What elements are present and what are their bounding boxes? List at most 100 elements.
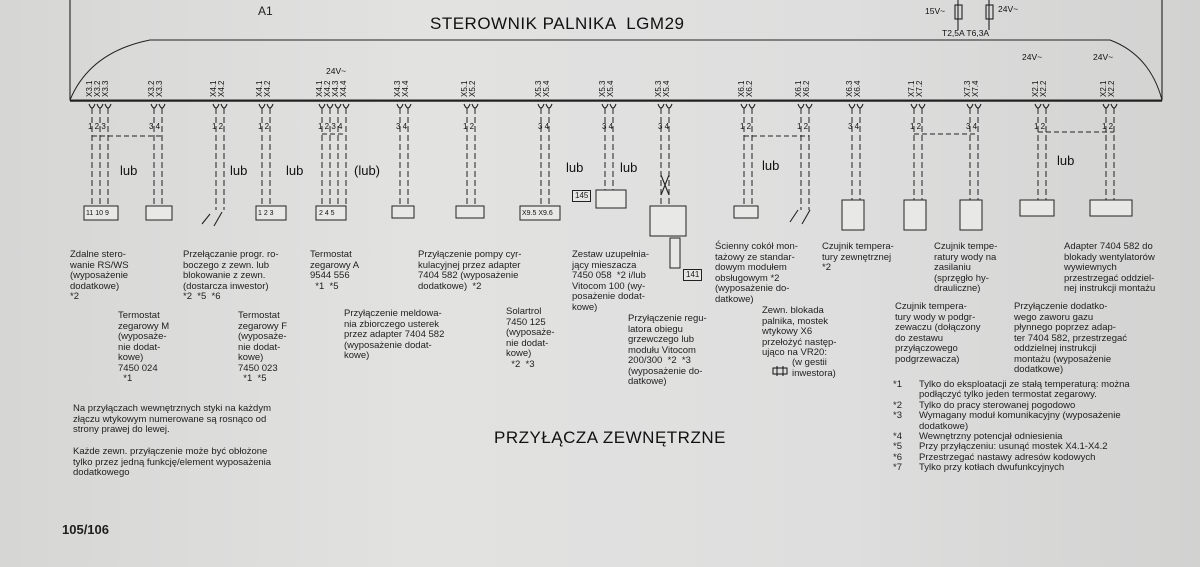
- plug-symbol: [266, 103, 274, 109]
- connector-label: X6.4: [853, 80, 862, 97]
- terminal-block: [255, 205, 287, 221]
- plug-symbol: [748, 103, 756, 109]
- pins-x6c: 3 4: [848, 122, 860, 131]
- plug-symbol: [601, 103, 609, 109]
- or-label-5: lub: [566, 160, 584, 175]
- footnote-mark: *6: [893, 451, 902, 463]
- plug-symbol: [918, 103, 926, 109]
- plug-symbol: [545, 103, 553, 109]
- footnote-text: Tylko do pracy sterowanej pogodowo: [919, 399, 1076, 411]
- plug-symbol: [150, 103, 158, 109]
- footnote-text: Tylko przy kotłach dwufunkcyjnych: [919, 462, 1065, 474]
- controller-outline: [69, 0, 1163, 101]
- pins-x4c: 1 2 3 4: [318, 122, 343, 131]
- desc-program-switch: Przełączanie progr. ro- boczego z zewn. …: [183, 249, 279, 302]
- connector-label: X3.3: [155, 80, 164, 97]
- note-contact-numbering: Na przyłączach wewnętrznych styki na każ…: [73, 403, 271, 435]
- plug-symbol: [848, 103, 856, 109]
- or-label-7: lub: [762, 158, 780, 173]
- terminal-rs-ws: 11 10 9: [86, 210, 109, 217]
- connector-label: X4.4: [401, 80, 410, 97]
- sensor-symbol: [959, 199, 983, 231]
- plug-symbol: [1102, 103, 1110, 109]
- pins-x2a: 1 2: [1034, 122, 1046, 131]
- connector-label: X4.2: [217, 80, 226, 97]
- fuse-ratings: T2,5A T6,3A: [942, 28, 990, 38]
- plug-symbol: [334, 103, 342, 109]
- plug-symbol: [856, 103, 864, 109]
- voltage-24v: 24V~: [998, 4, 1019, 14]
- voltage-24v-x2a: 24V~: [1022, 52, 1043, 62]
- plug-symbol: [220, 103, 228, 109]
- footnote-mark: *7: [893, 462, 902, 474]
- plug-symbol: [318, 103, 326, 109]
- footnote-mark: *5: [893, 441, 902, 453]
- pins-x7b: 3 4: [966, 122, 978, 131]
- connector-label: X5.4: [542, 80, 551, 97]
- controller-title: STEROWNIK PALNIKA LGM29: [430, 14, 685, 33]
- plug-symbol: [805, 103, 813, 109]
- plug-symbol: [657, 103, 665, 109]
- plug-symbol: [974, 103, 982, 109]
- connector-label: X3.3: [101, 80, 110, 97]
- plug-symbol: [212, 103, 220, 109]
- footnote-mark: *4: [893, 431, 902, 442]
- connector-label: X5.4: [662, 80, 671, 97]
- footnote-text: Wymagany moduł komunikacyjny (wyposażeni…: [919, 410, 1121, 432]
- connector-label: X5.2: [468, 80, 477, 97]
- desc-mixer-kit: Zestaw uzupełnia- jący mieszacza 7450 05…: [572, 249, 650, 313]
- sensor-symbol: [903, 199, 927, 231]
- or-label-3: lub: [286, 163, 304, 178]
- plug-symbol: [1042, 103, 1050, 109]
- terminal-f: 1 2 3: [258, 210, 274, 217]
- or-label-6: lub: [620, 160, 638, 175]
- desc-gas-valve: Przyłączenie dodatko- wego zaworu gazu p…: [1014, 301, 1128, 375]
- plug-symbol: [326, 103, 334, 109]
- plug-symbol: [88, 103, 96, 109]
- pins-x5c: 3 4: [602, 122, 614, 131]
- terminal-block: [83, 205, 119, 221]
- desc-fan-adapter: Adapter 7404 582 do blokady wentylatorów…: [1064, 241, 1156, 294]
- footnote-text: Przy przyłączeniu: usunąć mostek X4.1-X4…: [919, 441, 1108, 453]
- plug-symbol: [96, 103, 104, 109]
- plug-symbol: [342, 103, 350, 109]
- terminal-block: [519, 205, 561, 221]
- voltage-15v: 15V~: [925, 6, 946, 16]
- box-141: 141: [683, 269, 703, 281]
- pins-x4d: 3 4: [396, 122, 408, 131]
- desc-heating-regulator: Przyłączenie regu- latora obiegu grzewcz…: [628, 313, 707, 387]
- connector-label: X4.2: [263, 80, 272, 97]
- desc-circulation-pump: Przyłączenie pompy cyr- kulacyjnej przez…: [418, 249, 522, 292]
- terminal-block: [1019, 199, 1055, 217]
- pins-x5a: 1 2: [463, 122, 475, 131]
- plug-symbol: [471, 103, 479, 109]
- connector-label: X7.4: [971, 80, 980, 97]
- terminal-block: [455, 205, 485, 219]
- terminal-block: [145, 205, 173, 221]
- pins-x6b: 1 2: [797, 122, 809, 131]
- pins-x6a: 1 2: [740, 122, 752, 131]
- pins-x7a: 1 2: [910, 122, 922, 131]
- plug-symbol: [1110, 103, 1118, 109]
- terminal-block: [595, 189, 627, 209]
- voltage-24v-x4: 24V~: [326, 66, 347, 76]
- footnote-mark: *3: [893, 410, 902, 422]
- plug-symbol: [1034, 103, 1042, 109]
- plug-symbol: [537, 103, 545, 109]
- desc-supply-sensor: Czujnik tempe- ratury wody na zasilaniu …: [934, 241, 998, 294]
- plug-symbol: [910, 103, 918, 109]
- footnote-mark: *1: [893, 379, 902, 390]
- plug-symbol: [740, 103, 748, 109]
- footnote-text: Tylko do eksploatacji ze stałą temperatu…: [919, 379, 1130, 401]
- desc-remote-control: Zdalne stero- wanie RS/WS (wyposażenie d…: [70, 249, 129, 302]
- pins-x3a: 1 2 3: [88, 122, 106, 131]
- desc-thermostat-a: Termostat zegarowy A 9544 556 *1 *5: [310, 249, 360, 292]
- controller-id: A1: [258, 4, 273, 18]
- pins-x4b: 1 2: [258, 122, 270, 131]
- controller-arc: [69, 39, 1163, 101]
- section-title: PRZYŁĄCZA ZEWNĘTRZNE: [494, 428, 726, 447]
- terminal-block: [391, 205, 415, 219]
- terminal-block: [649, 205, 687, 237]
- pins-x3b: 3 4: [149, 122, 161, 131]
